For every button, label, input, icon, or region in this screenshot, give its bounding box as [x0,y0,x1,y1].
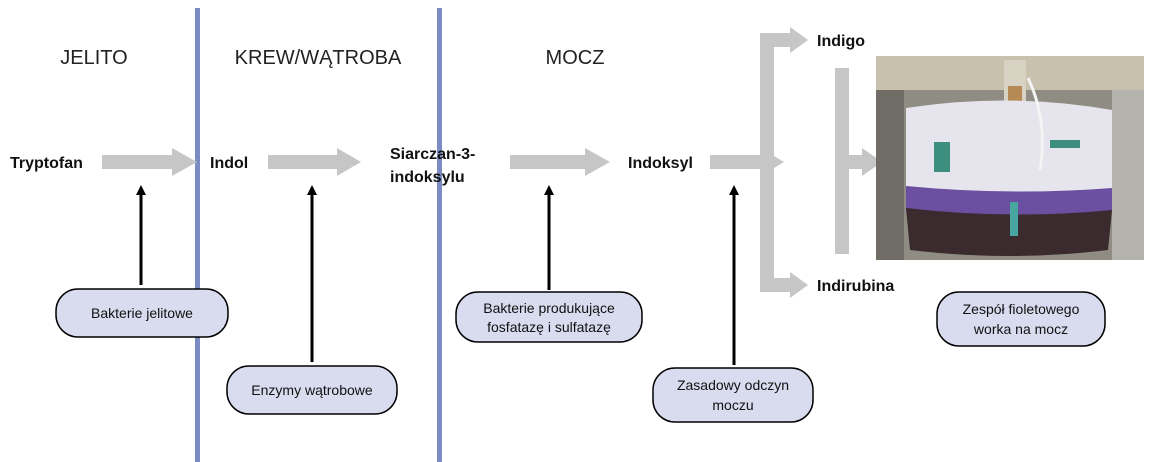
photo-clamp [1010,202,1018,236]
photo-right-frame [1112,90,1144,260]
photo-bag-purple [906,186,1112,217]
node-indol: Indol [210,155,248,172]
node-siarczan-line1: Siarczan-3- [390,146,475,163]
arrow-branch-mid-tip [774,156,784,168]
section-label-mocz: MOCZ [546,47,605,69]
arrow-to-indigo [760,27,808,53]
box-zasadowy: Zasadowy odczyn moczu [652,367,814,423]
arrow-photo-bar [835,68,849,254]
box-bakterie-jelitowe-label: Bakterie jelitowe [91,305,193,321]
box-bakterie-jelitowe: Bakterie jelitowe [55,288,229,338]
arrow-branch-trunk [760,40,774,285]
node-tryptofan: Tryptofan [10,155,83,172]
box-zasadowy-line2: moczu [712,397,753,413]
divider-jelito-krew [195,8,200,462]
arrow-photo-head [849,148,882,176]
box-enzymy-shape [226,365,398,415]
node-indirubina: Indirubina [817,278,894,295]
arrow-indoksyl-stem [710,155,760,169]
box-bakterie-jelitowe-shape [55,288,229,338]
arrow-to-photo [835,68,882,254]
box-zasadowy-shape [652,367,814,423]
box-bakterie-fosf-line2: fosfatazę i sulfatazę [487,319,611,335]
node-indoksyl: Indoksyl [628,155,693,172]
section-label-krew: KREW/WĄTROBA [235,47,402,69]
box-enzymy: Enzymy wątrobowe [226,365,398,415]
photo-label-right [1050,140,1080,148]
divider-krew-mocz [437,8,442,462]
arrow-siarczan-indoksyl [510,148,610,176]
box-zespol-shape [936,291,1106,347]
arrow-to-indirubina [760,272,808,298]
photo-bag-dark [906,208,1112,256]
photo-label-left [934,142,950,172]
box-zespol-line2: worka na mocz [973,321,1068,337]
photo-bag-top [906,100,1112,196]
box-enzymy-label: Enzymy wątrobowe [251,382,373,398]
urine-bag-photo [876,56,1144,260]
node-indigo: Indigo [817,33,865,50]
box-zespol: Zespół fioletowego worka na mocz [936,291,1106,347]
branch-arrows [710,27,808,298]
arrow-tryptofan-indol [102,148,197,176]
box-bakterie-fosf: Bakterie produkujące fosfatazę i sulfata… [455,291,643,343]
box-zespol-line1: Zespół fioletowego [963,301,1080,317]
photo-left-frame [876,90,904,260]
box-bakterie-fosf-shape [455,291,643,343]
arrow-indol-siarczan [268,148,361,176]
section-label-jelito: JELITO [60,47,127,69]
photo-tube [1026,77,1044,171]
node-siarczan-line2: indoksylu [390,169,465,186]
box-bakterie-fosf-line1: Bakterie produkujące [483,300,615,316]
box-zasadowy-line1: Zasadowy odczyn [677,377,789,393]
